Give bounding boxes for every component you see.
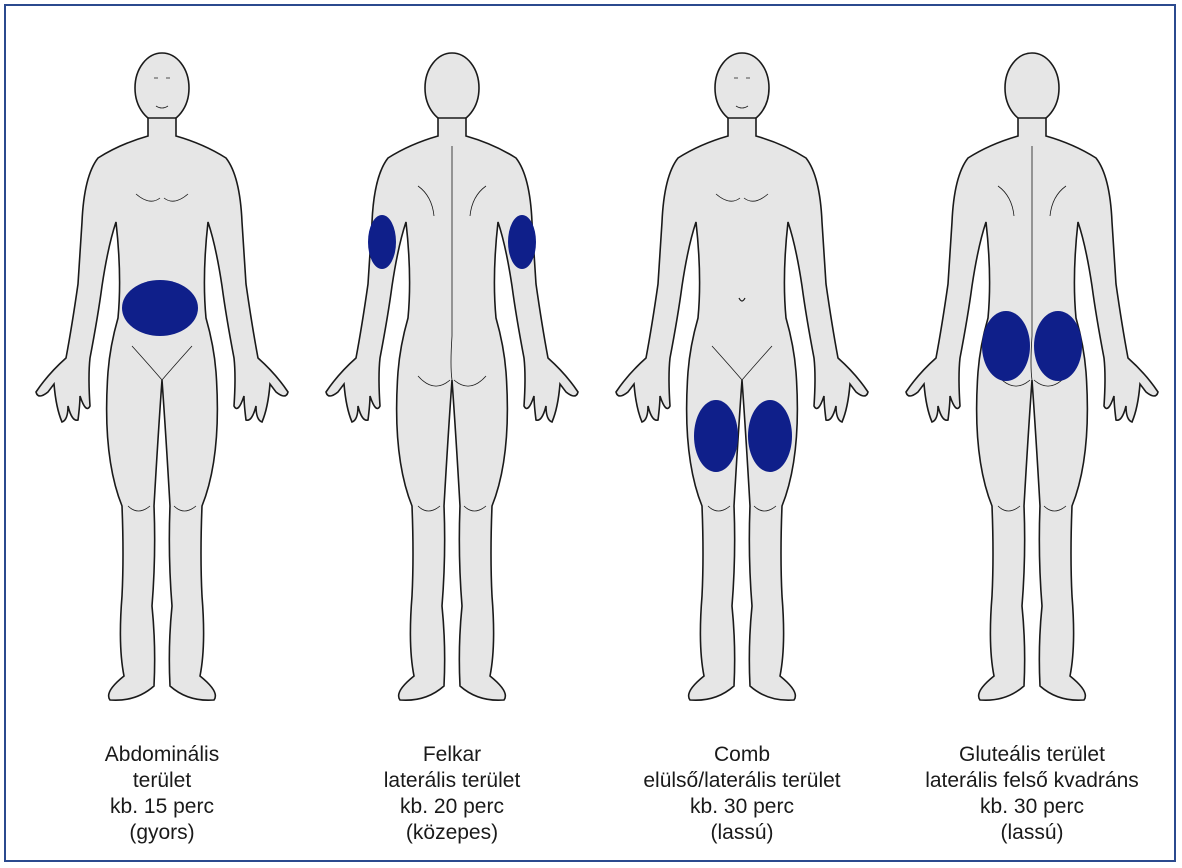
injection-site-thigh-right	[748, 400, 792, 472]
caption-line: laterális felső kvadráns	[892, 768, 1172, 794]
caption-line: Comb	[602, 742, 882, 768]
figure-gluteal	[902, 36, 1162, 726]
caption-thigh: Comb elülső/laterális terület kb. 30 per…	[602, 742, 882, 846]
caption-abdomen: Abdominális terület kb. 15 perc (gyors)	[22, 742, 302, 846]
caption-line: (lassú)	[892, 820, 1172, 846]
human-front-icon	[612, 36, 872, 726]
figure-abdomen	[32, 36, 292, 726]
human-back-icon	[322, 36, 582, 726]
injection-site-upper-arm-right	[508, 215, 536, 269]
caption-line: Abdominális	[22, 742, 302, 768]
caption-line: (közepes)	[312, 820, 592, 846]
caption-line: terület	[22, 768, 302, 794]
caption-line: (lassú)	[602, 820, 882, 846]
caption-line: elülső/laterális terület	[602, 768, 882, 794]
caption-line: kb. 15 perc	[22, 794, 302, 820]
injection-site-upper-arm-left	[368, 215, 396, 269]
caption-line: (gyors)	[22, 820, 302, 846]
caption-line: Gluteális terület	[892, 742, 1172, 768]
human-front-icon	[32, 36, 292, 726]
caption-line: kb. 20 perc	[312, 794, 592, 820]
caption-line: laterális terület	[312, 768, 592, 794]
caption-upper-arm: Felkar laterális terület kb. 20 perc (kö…	[312, 742, 592, 846]
injection-site-gluteal-right	[1034, 311, 1082, 381]
body-silhouette	[616, 53, 868, 700]
figure-upper-arm	[322, 36, 582, 726]
figure-frame: Abdominális terület kb. 15 perc (gyors) …	[4, 4, 1176, 862]
injection-site-thigh-left	[694, 400, 738, 472]
caption-gluteal: Gluteális terület laterális felső kvadrá…	[892, 742, 1172, 846]
body-silhouette	[36, 53, 288, 700]
caption-line: Felkar	[312, 742, 592, 768]
injection-site-gluteal-left	[982, 311, 1030, 381]
injection-site-abdomen	[122, 280, 198, 336]
caption-line: kb. 30 perc	[602, 794, 882, 820]
human-back-icon	[902, 36, 1162, 726]
caption-line: kb. 30 perc	[892, 794, 1172, 820]
figure-thigh	[612, 36, 872, 726]
